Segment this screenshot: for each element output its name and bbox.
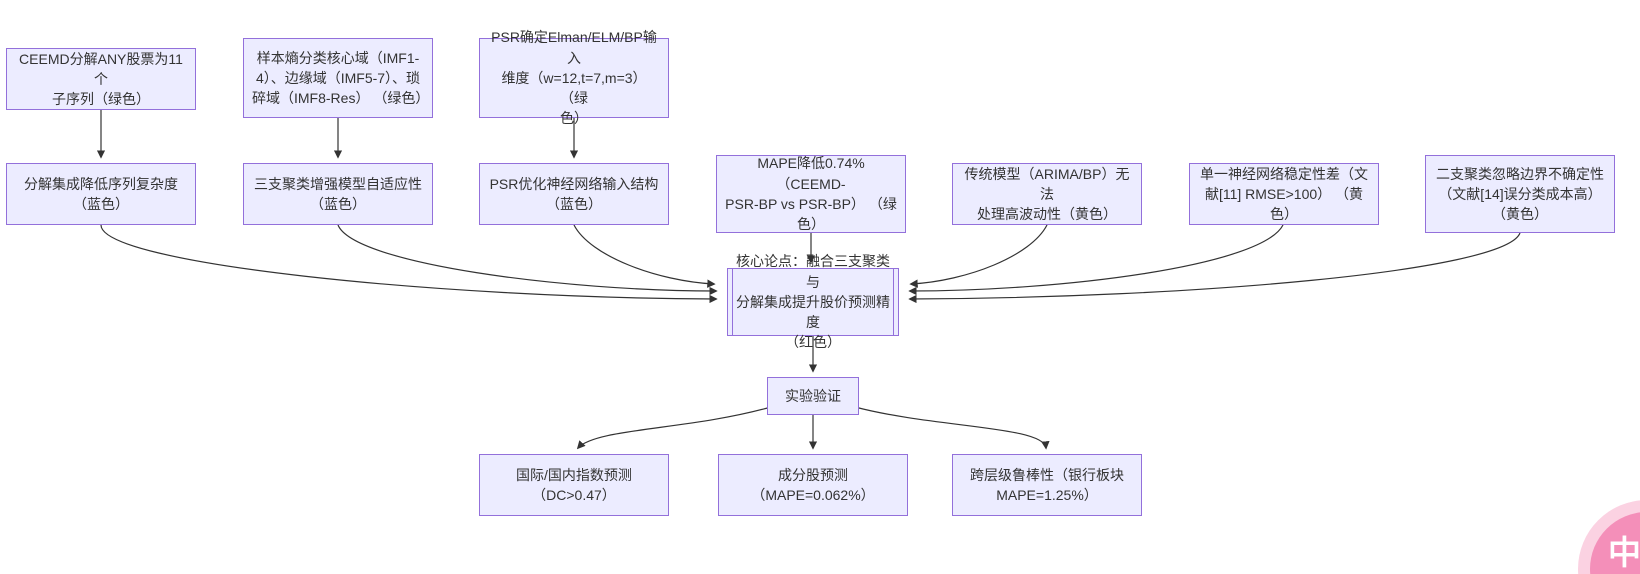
node-psr-structure: PSR优化神经网络输入结构 （蓝色） <box>479 163 669 225</box>
node-label: CEEMD分解ANY股票为11个 子序列（绿色） <box>19 50 183 108</box>
node-core-thesis: 核心论点：融合三支聚类与 分解集成提升股价预测精度 （红色） <box>727 253 899 350</box>
edge-traditional-to-core <box>909 224 1048 288</box>
node-label: PSR确定Elman/ELM/BP输入 维度（w=12,t=7,m=3） （绿 … <box>491 29 657 127</box>
node-label: 核心论点：融合三支聚类与 分解集成提升股价预测精度 （红色） <box>736 253 890 351</box>
node-experiment-validation: 实验验证 <box>767 377 859 415</box>
node-label: 分解集成降低序列复杂度 （蓝色） <box>24 175 178 212</box>
node-label: MAPE降低0.74%（CEEMD- PSR-BP vs PSR-BP） （绿 … <box>725 155 897 233</box>
node-label: 国际/国内指数预测 （DC>0.47） <box>516 466 632 503</box>
edge-structure-to-core <box>573 224 716 288</box>
node-single-nn-instability: 单一神经网络稳定性差（文 献[11] RMSE>100） （黄色） <box>1189 163 1379 225</box>
node-label: 成分股预测 （MAPE=0.062%） <box>751 466 875 503</box>
node-psr-dimension: PSR确定Elman/ELM/BP输入 维度（w=12,t=7,m=3） （绿 … <box>479 29 669 126</box>
translate-badge-label: 中A <box>1608 534 1640 571</box>
node-label: PSR优化神经网络输入结构 （蓝色） <box>489 175 659 212</box>
edge-complexity-to-core <box>100 224 718 304</box>
node-index-prediction: 国际/国内指数预测 （DC>0.47） <box>479 454 669 516</box>
node-two-way-limitation: 二支聚类忽略边界不确定性 （文献[14]误分类成本高） （黄色） <box>1425 155 1615 233</box>
node-label: 实验验证 <box>785 387 841 404</box>
node-label: 样本熵分类核心域（IMF1- 4）、边缘域（IMF5-7）、琐 碎域（IMF8-… <box>252 49 430 107</box>
node-traditional-limitation: 传统模型（ARIMA/BP）无法 处理高波动性（黄色） <box>952 163 1142 225</box>
edge-experiment-to-robustness <box>854 406 1050 450</box>
node-sample-entropy: 样本熵分类核心域（IMF1- 4）、边缘域（IMF5-7）、琐 碎域（IMF8-… <box>243 38 433 118</box>
node-cross-level-robustness: 跨层级鲁棒性（银行板块 MAPE=1.25%） <box>952 454 1142 516</box>
node-label: 跨层级鲁棒性（银行板块 MAPE=1.25%） <box>970 466 1124 503</box>
node-mape-improvement: MAPE降低0.74%（CEEMD- PSR-BP vs PSR-BP） （绿 … <box>716 155 906 233</box>
node-label: 传统模型（ARIMA/BP）无法 处理高波动性（黄色） <box>964 165 1130 223</box>
edge-twoway-to-core <box>908 232 1521 304</box>
edge-singlenn-to-core <box>908 224 1284 296</box>
edge-adaptivity-to-core <box>337 224 718 296</box>
translate-badge[interactable]: 中A <box>1590 512 1640 574</box>
edge-experiment-to-index <box>576 406 772 450</box>
node-decomposition-complexity: 分解集成降低序列复杂度 （蓝色） <box>6 163 196 225</box>
node-ceemd-decompose: CEEMD分解ANY股票为11个 子序列（绿色） <box>6 48 196 110</box>
node-label: 单一神经网络稳定性差（文 献[11] RMSE>100） （黄色） <box>1200 165 1368 223</box>
node-constituent-prediction: 成分股预测 （MAPE=0.062%） <box>718 454 908 516</box>
node-label: 二支聚类忽略边界不确定性 （文献[14]误分类成本高） （黄色） <box>1436 165 1604 223</box>
node-three-way-adaptivity: 三支聚类增强模型自适应性 （蓝色） <box>243 163 433 225</box>
node-label: 三支聚类增强模型自适应性 （蓝色） <box>254 175 422 212</box>
